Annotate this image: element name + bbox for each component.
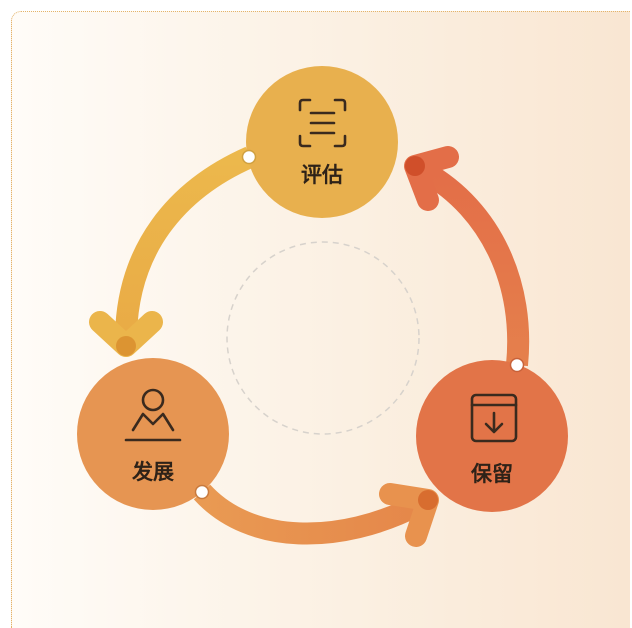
arrow-retain-to-assess [404,146,530,367]
node-develop-label: 发展 [132,460,174,484]
center-dashed-circle [226,241,420,435]
person-icon [124,388,182,442]
connector-dot-retain [509,357,525,373]
archive-box-download-icon [470,393,518,443]
connector-dot-assess [241,149,257,165]
arrow-assess-to-develop [89,146,255,357]
node-retain-label: 保留 [471,462,513,486]
arrow-develop-to-retain [193,483,439,547]
scan-document-icon [298,98,347,148]
node-assess-circle [246,66,398,218]
node-assess-label: 评估 [301,163,343,187]
node-develop-circle [77,358,229,510]
connector-dot-develop [194,484,210,500]
node-retain-circle [416,360,568,512]
